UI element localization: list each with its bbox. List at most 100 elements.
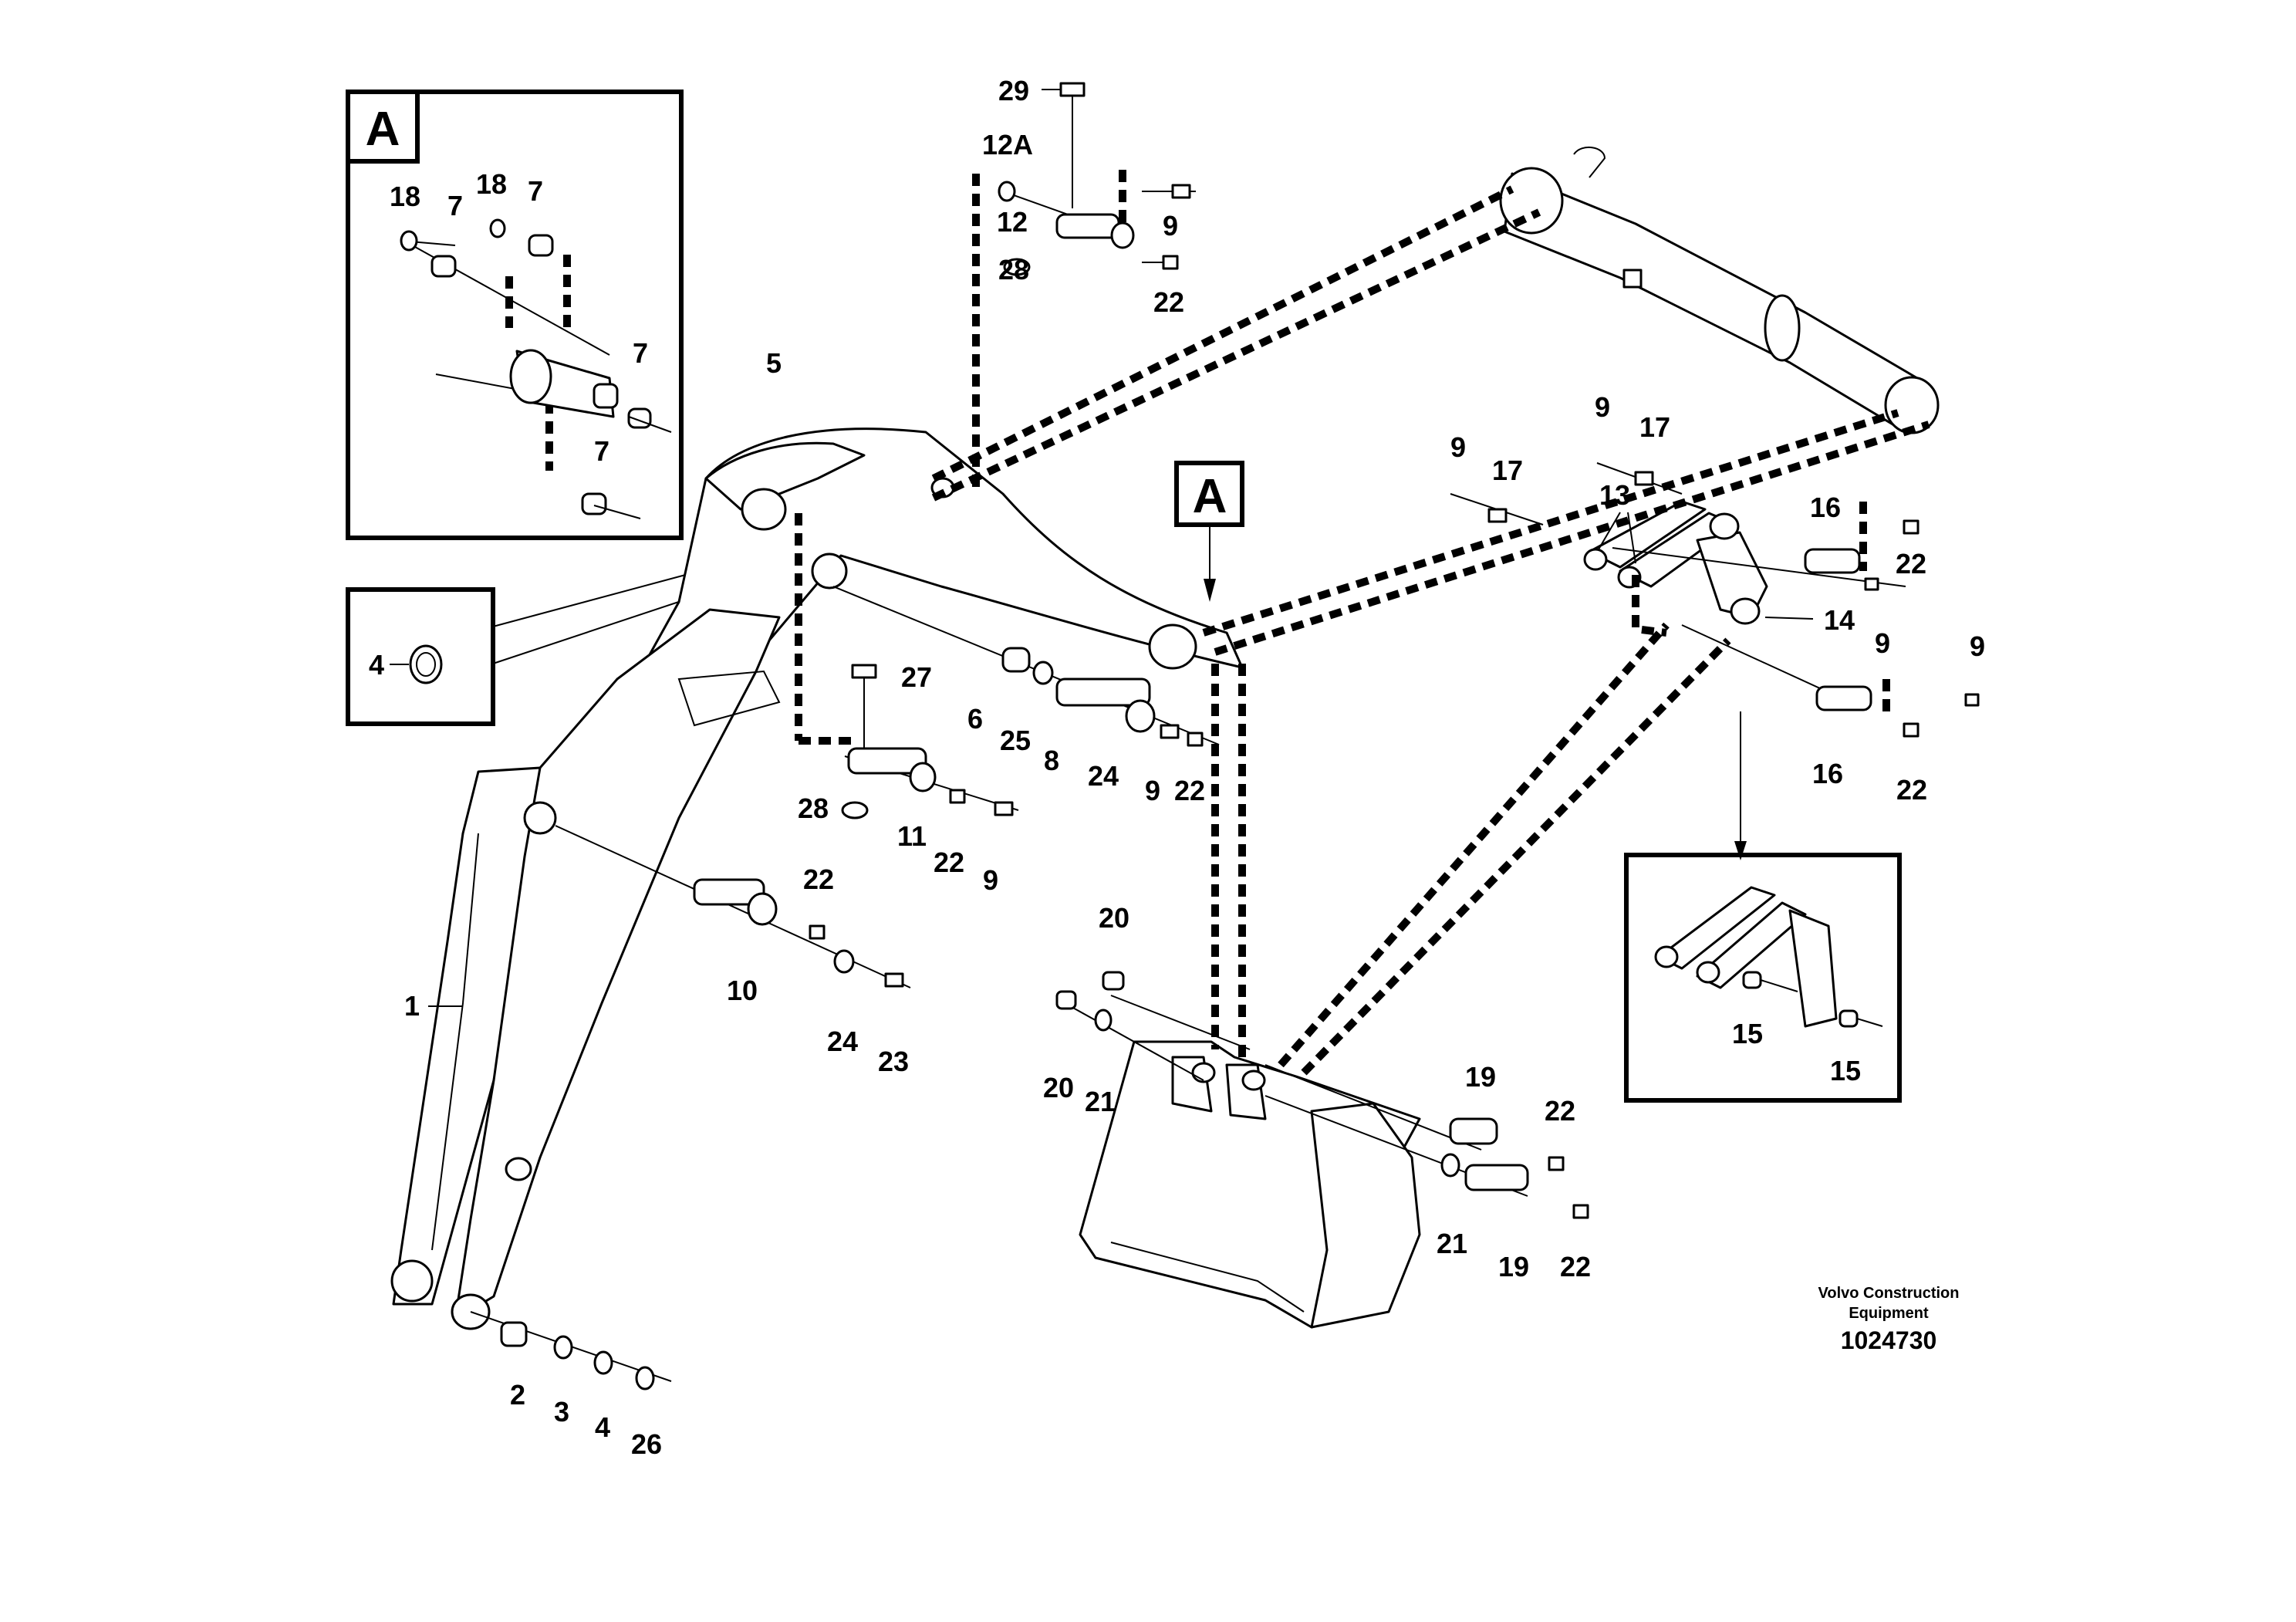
- label-13: 13: [1599, 479, 1630, 511]
- cylinder-collar: [1764, 294, 1801, 362]
- pin-19b-shape: [1464, 1164, 1529, 1191]
- label-15b: 15: [1830, 1055, 1861, 1086]
- washer-10-shape: [747, 892, 778, 926]
- label-7a: 7: [447, 190, 463, 221]
- label-24a: 24: [1088, 760, 1119, 792]
- boom-pivot-eye: [741, 488, 787, 531]
- label-4b: 4: [595, 1411, 610, 1443]
- washer-18a-shape: [400, 230, 418, 252]
- seal-ring-4-shape: [409, 644, 443, 684]
- label-5: 5: [766, 347, 782, 379]
- bolt-9a-shape: [1171, 184, 1191, 199]
- label-18b: 18: [476, 168, 507, 200]
- bucket-pin-hole-a: [1191, 1062, 1216, 1083]
- washer-24a-shape: [1125, 699, 1156, 733]
- nut-22a-shape: [1162, 255, 1179, 270]
- link-13a-shape: [1588, 500, 1707, 569]
- washer-20b-shape: [1055, 990, 1077, 1010]
- label-21b: 21: [1437, 1228, 1467, 1259]
- bucket: [1079, 1040, 1421, 1329]
- label-16a: 16: [1810, 492, 1841, 523]
- pin-12-shape: [1055, 213, 1120, 239]
- label-4a: 4: [369, 649, 384, 681]
- label-18a: 18: [390, 181, 420, 212]
- label-17b: 17: [1639, 411, 1670, 443]
- washer-17b-shape: [1634, 471, 1654, 486]
- label-9b: 9: [1145, 775, 1160, 806]
- label-15a: 15: [1732, 1018, 1763, 1049]
- label-2: 2: [510, 1379, 525, 1411]
- company-name-line2: Equipment: [1849, 1305, 1929, 1322]
- detail-a-tag-letter: A: [366, 103, 400, 156]
- label-11: 11: [897, 820, 927, 852]
- label-9d: 9: [1450, 431, 1466, 463]
- label-24b: 24: [827, 1026, 858, 1057]
- cylinder-rear-eye: [1499, 167, 1564, 235]
- label-22c: 22: [934, 846, 964, 878]
- cylinder-body-shape: [1503, 172, 1919, 434]
- part-labels: 29 12A 12 28 9 22 5 27 6 25 8 24 9 22 28…: [404, 75, 1985, 1460]
- label-22h: 22: [1896, 774, 1927, 806]
- inset-link-b: [1696, 901, 1807, 989]
- label-7d: 7: [594, 435, 609, 467]
- inset-link-eye-a: [1654, 945, 1679, 968]
- nut-22b-shape: [949, 789, 966, 804]
- bushing-15b-shape: [1838, 1009, 1859, 1028]
- seal-4-shape: [593, 1350, 613, 1375]
- label-22d: 22: [803, 863, 834, 895]
- cylinder-rod-eye: [1884, 376, 1940, 434]
- nut-22e-shape: [1548, 1156, 1565, 1171]
- washer-25-shape: [1032, 661, 1054, 685]
- bolt-9g-shape: [1964, 693, 1980, 707]
- washer-28a-shape: [1003, 258, 1031, 276]
- pin-11-shape: [847, 747, 927, 775]
- arm-left-foot-eye: [390, 1259, 434, 1303]
- inset-link-c: [1788, 909, 1838, 1028]
- label-19b: 19: [1498, 1251, 1529, 1282]
- bushing-7e-shape: [581, 492, 607, 515]
- label-12: 12: [997, 206, 1028, 238]
- washer-11-shape: [909, 762, 937, 792]
- label-12A: 12A: [982, 129, 1033, 161]
- hardware: [470, 82, 1980, 1391]
- pin-19a-shape: [1449, 1117, 1498, 1145]
- nut-22h-shape: [1903, 722, 1920, 738]
- washer-21b-shape: [1440, 1153, 1460, 1178]
- bolt-29-head: [1059, 82, 1086, 97]
- washer-18b-shape: [489, 218, 506, 238]
- label-6: 6: [967, 703, 983, 735]
- pin-16b-shape: [1815, 685, 1872, 711]
- label-22e: 22: [1545, 1095, 1575, 1127]
- washer-17a-shape: [1487, 508, 1508, 523]
- assembly-lines: [795, 170, 1930, 1076]
- label-20a: 20: [1099, 902, 1129, 934]
- label-9g: 9: [1970, 630, 1985, 662]
- bushing-2-shape: [500, 1321, 528, 1347]
- bolt-27-head: [851, 664, 877, 679]
- link-detail-inset: 15 15: [1624, 853, 1902, 1103]
- arm-mid-lug: [505, 1157, 532, 1181]
- bushing-7a-shape: [430, 255, 457, 278]
- detail-4-inset: 4: [346, 587, 495, 726]
- nut-22g-shape: [1903, 519, 1920, 535]
- bucket-pin-hole-b: [1241, 1070, 1266, 1091]
- label-9a: 9: [1163, 210, 1178, 242]
- label-19a: 19: [1465, 1061, 1496, 1093]
- boom-body: [531, 427, 1244, 819]
- callout-a: A: [1174, 461, 1244, 602]
- document-number: 1024730: [1841, 1326, 1937, 1354]
- nut-22f-shape: [1572, 1204, 1589, 1219]
- inset-link-eye-b: [1696, 961, 1720, 984]
- pin-16a-shape: [1804, 548, 1861, 574]
- label-9f: 9: [1875, 627, 1890, 659]
- washer-24b-shape: [833, 949, 855, 974]
- label-27: 27: [901, 661, 932, 693]
- washer-21a-shape: [1094, 1009, 1113, 1032]
- label-3: 3: [554, 1396, 569, 1428]
- link-14-bottom-eye: [1730, 597, 1761, 625]
- cylinder-eye-end: [509, 349, 552, 404]
- bolt-9b-shape: [994, 801, 1014, 816]
- label-23: 23: [878, 1046, 909, 1077]
- label-22g: 22: [1896, 548, 1926, 580]
- boom-cyl-eye: [811, 552, 848, 590]
